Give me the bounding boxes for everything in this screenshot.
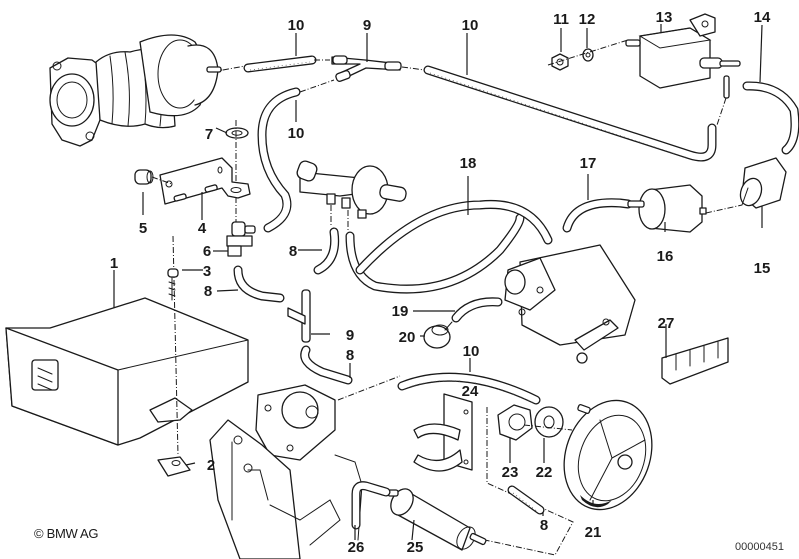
- callout-24: 24: [462, 383, 479, 400]
- bracket-4-drawing: [159, 157, 251, 205]
- callout-10d: 10: [463, 343, 480, 360]
- pressure-regulator-drawing: [209, 384, 363, 559]
- callout-7: 7: [205, 126, 213, 143]
- copyright-notice: © BMW AG: [34, 526, 99, 541]
- filter-15-drawing: [739, 157, 787, 209]
- dash-line: [299, 79, 335, 93]
- hose-8a-drawing: [233, 265, 285, 303]
- callout-8c: 8: [346, 347, 354, 364]
- callout-8b: 8: [289, 243, 297, 260]
- vacuum-reservoir-21-drawing: [563, 399, 653, 511]
- rubber-mount-5-drawing: [134, 169, 154, 185]
- washer-12-drawing: [582, 48, 594, 62]
- callout-13: 13: [656, 9, 673, 26]
- callout-27: 27: [658, 315, 675, 332]
- hose-10c-drawing: [257, 87, 301, 233]
- hose-17-drawing: [562, 198, 633, 233]
- hex-nut-11-drawing: [551, 53, 569, 71]
- callout-21: 21: [585, 524, 602, 541]
- callout-26: 26: [348, 539, 365, 556]
- dash-line: [401, 66, 426, 71]
- dash-line: [484, 407, 574, 556]
- dash-line: [222, 65, 246, 71]
- callout-18: 18: [460, 155, 477, 172]
- check-valve-6-drawing: [226, 221, 256, 257]
- t-connector-9a-drawing: [331, 55, 402, 82]
- dash-line: [705, 204, 743, 214]
- callout-10c: 10: [462, 17, 479, 34]
- hose-8c-drawing: [313, 227, 340, 275]
- dash-line: [337, 375, 401, 401]
- holder-24-drawing: [413, 393, 473, 472]
- callout-19: 19: [392, 303, 409, 320]
- callout-12: 12: [579, 11, 596, 28]
- dash-line: [547, 39, 629, 66]
- document-id: 00000451: [735, 541, 784, 553]
- callout-14: 14: [754, 9, 771, 26]
- hose-10d-drawing: [397, 372, 541, 405]
- callout-8a: 8: [204, 283, 212, 300]
- callout-23: 23: [502, 464, 519, 481]
- callout-4: 4: [198, 220, 207, 237]
- callout-1: 1: [110, 255, 118, 272]
- callout-20: 20: [399, 329, 416, 346]
- callout-8d: 8: [540, 517, 548, 534]
- solenoid-valve-13-drawing: [625, 13, 741, 99]
- dash-line: [716, 97, 727, 126]
- dash-line: [151, 176, 173, 185]
- hose-10b-drawing: [423, 65, 717, 162]
- hose-18-drawing: [355, 199, 553, 275]
- cap-20-drawing: [423, 321, 453, 349]
- hex-nut-23-drawing: [497, 404, 533, 441]
- fuel-filter-25-drawing: [387, 488, 487, 551]
- hose-clip-27-drawing: [661, 337, 729, 385]
- hose-10a-drawing: [243, 55, 317, 73]
- screw-3-drawing: [167, 268, 179, 301]
- callout-11: 11: [553, 11, 569, 28]
- vacuum-valve-drawing: [49, 34, 223, 147]
- callout-labels: 1 2 3 4 5 6 7 8 8 8 8 9 9 10 10 10 10 11…: [110, 9, 771, 556]
- callout-2: 2: [207, 457, 215, 474]
- callout-10b: 10: [288, 125, 305, 142]
- callout-5: 5: [139, 220, 147, 237]
- hose-19-drawing: [451, 297, 503, 323]
- hose-8e-drawing: [507, 485, 545, 515]
- callout-22: 22: [536, 464, 553, 481]
- washer-7-drawing: [225, 127, 249, 139]
- callout-16: 16: [657, 248, 674, 265]
- callout-25: 25: [407, 539, 424, 556]
- dash-line: [523, 424, 573, 431]
- damper-16-drawing: [627, 184, 707, 233]
- callout-9a: 9: [363, 17, 371, 34]
- callout-15: 15: [754, 260, 771, 277]
- callout-9b: 9: [346, 327, 354, 344]
- callout-3: 3: [203, 263, 211, 280]
- hose-elbow-26-drawing: [351, 481, 391, 530]
- hose-8b-drawing: [300, 345, 353, 385]
- hose-14-drawing: [742, 81, 799, 155]
- leader-lines: [113, 24, 763, 541]
- control-unit-1-drawing: [5, 297, 249, 446]
- washer-22-drawing: [534, 406, 564, 438]
- idle-actuator-drawing: [504, 244, 636, 364]
- t-connector-9b-drawing: [287, 289, 311, 343]
- callout-10a: 10: [288, 17, 305, 34]
- clip-nut-2-drawing: [157, 456, 191, 477]
- idle-valve-drawing: [296, 160, 407, 219]
- callout-17: 17: [580, 155, 597, 172]
- callout-6: 6: [203, 243, 211, 260]
